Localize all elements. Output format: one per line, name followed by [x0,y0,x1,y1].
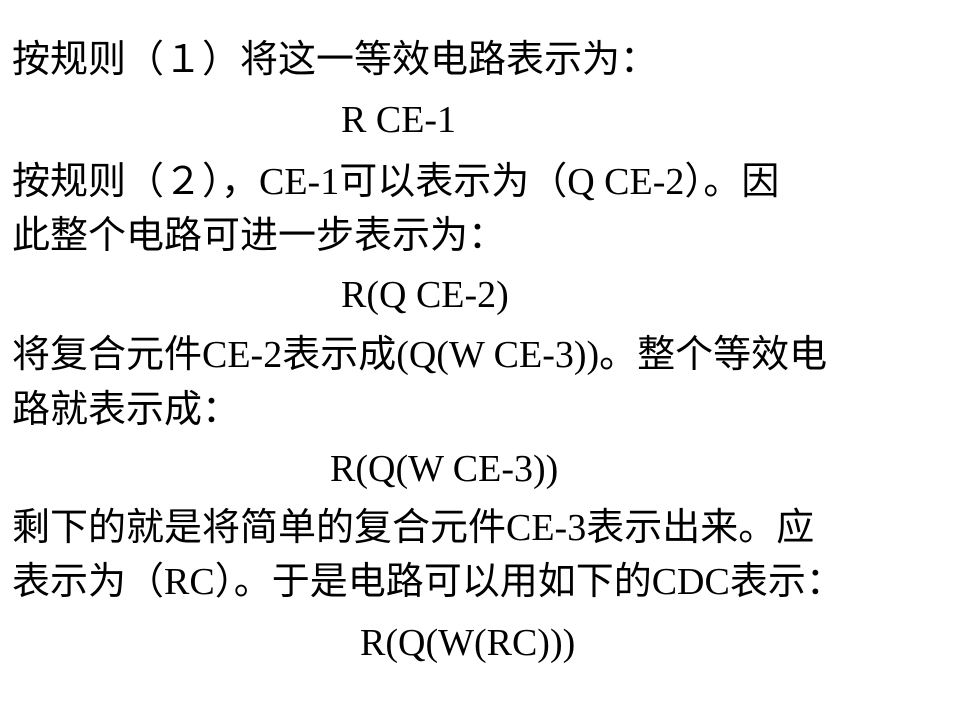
text-line-7: 表示为（RC）。于是电路可以用如下的CDC表示： [12,561,844,603]
formula-2: R(Q CE-2) [341,274,509,316]
formula-4: R(Q(W(RC))) [360,622,576,664]
text-line-3: 此整个电路可进一步表示为： [12,215,507,257]
text-line-6: 剩下的就是将简单的复合元件CE-3表示出来。应 [12,507,815,549]
formula-3: R(Q(W CE-3)) [330,448,559,490]
formula-1: R CE-1 [341,99,457,141]
text-line-5: 路就表示成： [12,389,241,431]
text-line-1: 按规则（１）将这一等效电路表示为： [12,39,659,81]
text-line-2: 按规则（２），CE-1可以表示为（Q CE-2）。因 [12,161,780,203]
text-line-4: 将复合元件CE-2表示成(Q(W CE-3))。整个等效电 [12,334,828,376]
